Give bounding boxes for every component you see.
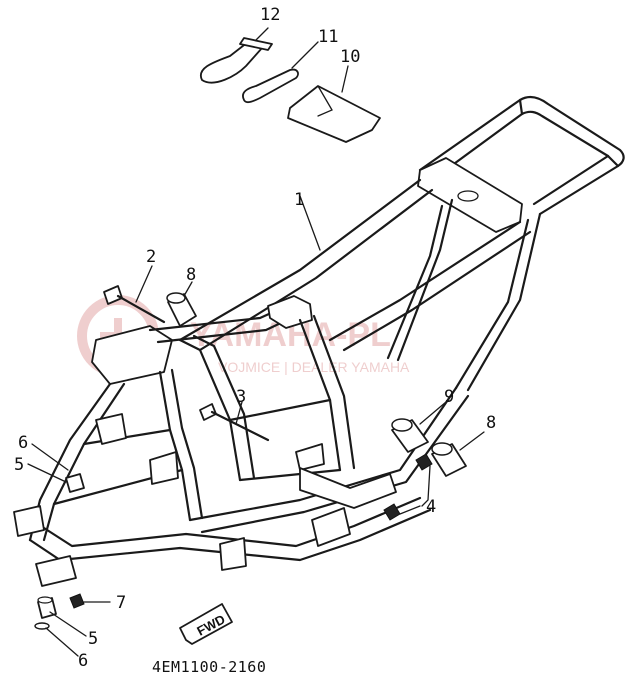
callout-6-lower: 6 <box>78 651 88 671</box>
callout-6-left: 6 <box>18 433 28 453</box>
callout-8-right: 8 <box>486 413 496 433</box>
part-8-bushing-upper <box>166 292 197 327</box>
part-5-damper-left <box>65 473 85 493</box>
diagram-code: 4EM1100-2160 <box>152 658 266 676</box>
part-8-bushing-right <box>431 442 467 477</box>
callout-12: 12 <box>260 5 280 25</box>
lower-mount <box>35 555 77 587</box>
part-2-bolt <box>103 285 166 324</box>
callout-8-upper: 8 <box>186 265 196 285</box>
watermark-tagline: VOJMICE | DEALER YAMAHA <box>218 359 410 375</box>
callout-9: 9 <box>444 387 454 407</box>
part-3-long-bolt <box>199 403 270 442</box>
callout-10: 10 <box>340 47 360 67</box>
part-6-washer-lower <box>34 622 50 630</box>
part-7-nut <box>69 593 85 609</box>
part-1-frame <box>13 95 625 571</box>
callout-2: 2 <box>146 247 156 267</box>
callout-7: 7 <box>116 593 126 613</box>
part-11-tool <box>242 68 299 104</box>
callout-3: 3 <box>236 387 246 407</box>
callout-4: 4 <box>426 497 436 517</box>
fwd-arrow-icon: FWD <box>179 603 233 645</box>
part-4-nut-upper <box>415 453 433 471</box>
part-10-tool-bag <box>287 85 381 143</box>
callout-5-left: 5 <box>14 455 24 475</box>
callout-11: 11 <box>318 27 338 47</box>
part-9-collar <box>391 418 429 453</box>
part-12-strap <box>199 37 273 84</box>
callout-5-lower: 5 <box>88 629 98 649</box>
callout-1: 1 <box>294 190 304 210</box>
